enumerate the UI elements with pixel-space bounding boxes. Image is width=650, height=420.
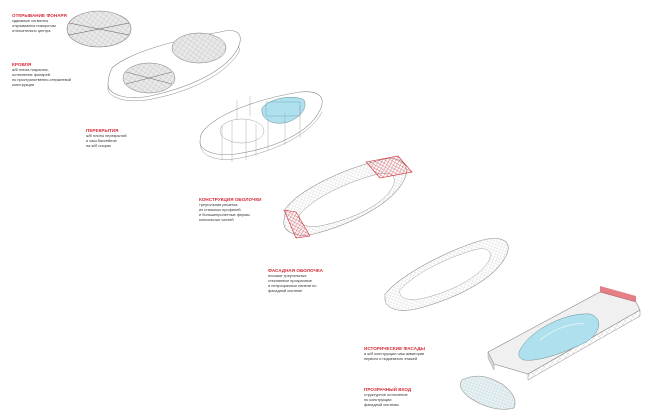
layer-title: ПРОЗРАЧНЫЙ ВХОД xyxy=(364,387,412,392)
layer-description-line: по пространственно-стержневой xyxy=(12,76,71,82)
layer-description: треугольная решетка из стальных профилей… xyxy=(199,202,349,223)
layer-label-facade: ФАСАДНАЯ ОБОЛОЧКА плоские треугольные ст… xyxy=(268,268,418,294)
facade-layer xyxy=(384,238,509,311)
layer-description-line: из стальных профилей xyxy=(199,206,241,212)
slab-layer xyxy=(199,91,323,162)
historic-layer xyxy=(487,286,641,381)
layer-description-line: структурное остекление xyxy=(364,392,408,397)
layer-description: и ж/б конструкции чаш акватории первого … xyxy=(364,351,514,362)
layer-description-line: конструкции xyxy=(12,81,35,87)
layer-description-line: ж/б плиты перекрытий xyxy=(86,133,127,138)
layer-description-line: на ж/б опорах xyxy=(86,142,112,148)
layer-label-historic: ИСТОРИЧЕСКИЕ ФАСАДЫ и ж/б конструкции ча… xyxy=(364,346,514,362)
layer-label-shell: КОНСТРУКЦИЯ ОБОЛОЧКИ треугольная решетка… xyxy=(199,197,349,223)
layer-title: ОТКРЫВАНИЕ ФОНАРЯ xyxy=(12,13,67,18)
layer-description-line: остекление фонарей xyxy=(12,71,50,77)
layer-description-line: и непрозрачные панели по xyxy=(268,282,317,288)
layer-description-line: и ж/б конструкции чаш акватории xyxy=(364,351,425,356)
layer-description-line: треугольная решетка xyxy=(199,202,238,207)
shell-layer xyxy=(283,155,413,239)
layer-label-lantern: ОТКРЫВАНИЕ ФОНАРЯ сдвижные сегменты откр… xyxy=(12,13,162,34)
layer-title: ФАСАДНАЯ ОБОЛОЧКА xyxy=(268,268,324,273)
layer-description: ж/б плиты перекрытий и чаш бассейнов на … xyxy=(86,133,236,149)
lantern-layer xyxy=(66,10,132,48)
layer-description-line: фасадной системе xyxy=(268,287,303,293)
layer-title: КОНСТРУКЦИЯ ОБОЛОЧКИ xyxy=(199,197,262,202)
layer-description-line: стеклянные прозрачные xyxy=(268,277,312,283)
layer-description: сдвижные сегменты открываются поворотом … xyxy=(12,18,162,34)
layer-description: ж/б плита покрытия, остекление фонарей п… xyxy=(12,67,162,88)
roof-layer xyxy=(107,30,241,102)
layer-label-roof: КРОВЛЯ ж/б плита покрытия, остекление фо… xyxy=(12,62,162,88)
layer-title: ПЕРЕКРЫТИЯ xyxy=(86,128,119,133)
layer-title: КРОВЛЯ xyxy=(12,62,32,67)
layer-description-line: первого и подземного этажей xyxy=(364,355,418,361)
layer-description-line: и чаш бассейнов xyxy=(86,137,117,143)
layer-description-line: плоские треугольные xyxy=(268,273,307,278)
entry-layer xyxy=(460,375,516,410)
layer-description-line: по конструкции xyxy=(364,396,392,402)
layer-description-line: сдвижные сегменты xyxy=(12,18,49,23)
layer-description-line: и большепролетные фермы xyxy=(199,211,250,217)
layer-description-line: относительно центра xyxy=(12,27,51,33)
layer-description: плоские треугольные стеклянные прозрачны… xyxy=(268,273,418,294)
layer-description-line: консольных частей xyxy=(199,216,234,222)
layer-description-line: ж/б плита покрытия, xyxy=(12,67,49,72)
layer-description-line: фасадной системы xyxy=(364,401,399,407)
layer-title: ИСТОРИЧЕСКИЕ ФАСАДЫ xyxy=(364,346,426,351)
layer-label-entry: ПРОЗРАЧНЫЙ ВХОД структурное остекление п… xyxy=(364,387,514,408)
layer-description: структурное остекление по конструкции фа… xyxy=(364,392,514,408)
layer-description-line: открываются поворотом xyxy=(12,22,56,28)
layer-label-slab: ПЕРЕКРЫТИЯ ж/б плиты перекрытий и чаш ба… xyxy=(86,128,236,149)
